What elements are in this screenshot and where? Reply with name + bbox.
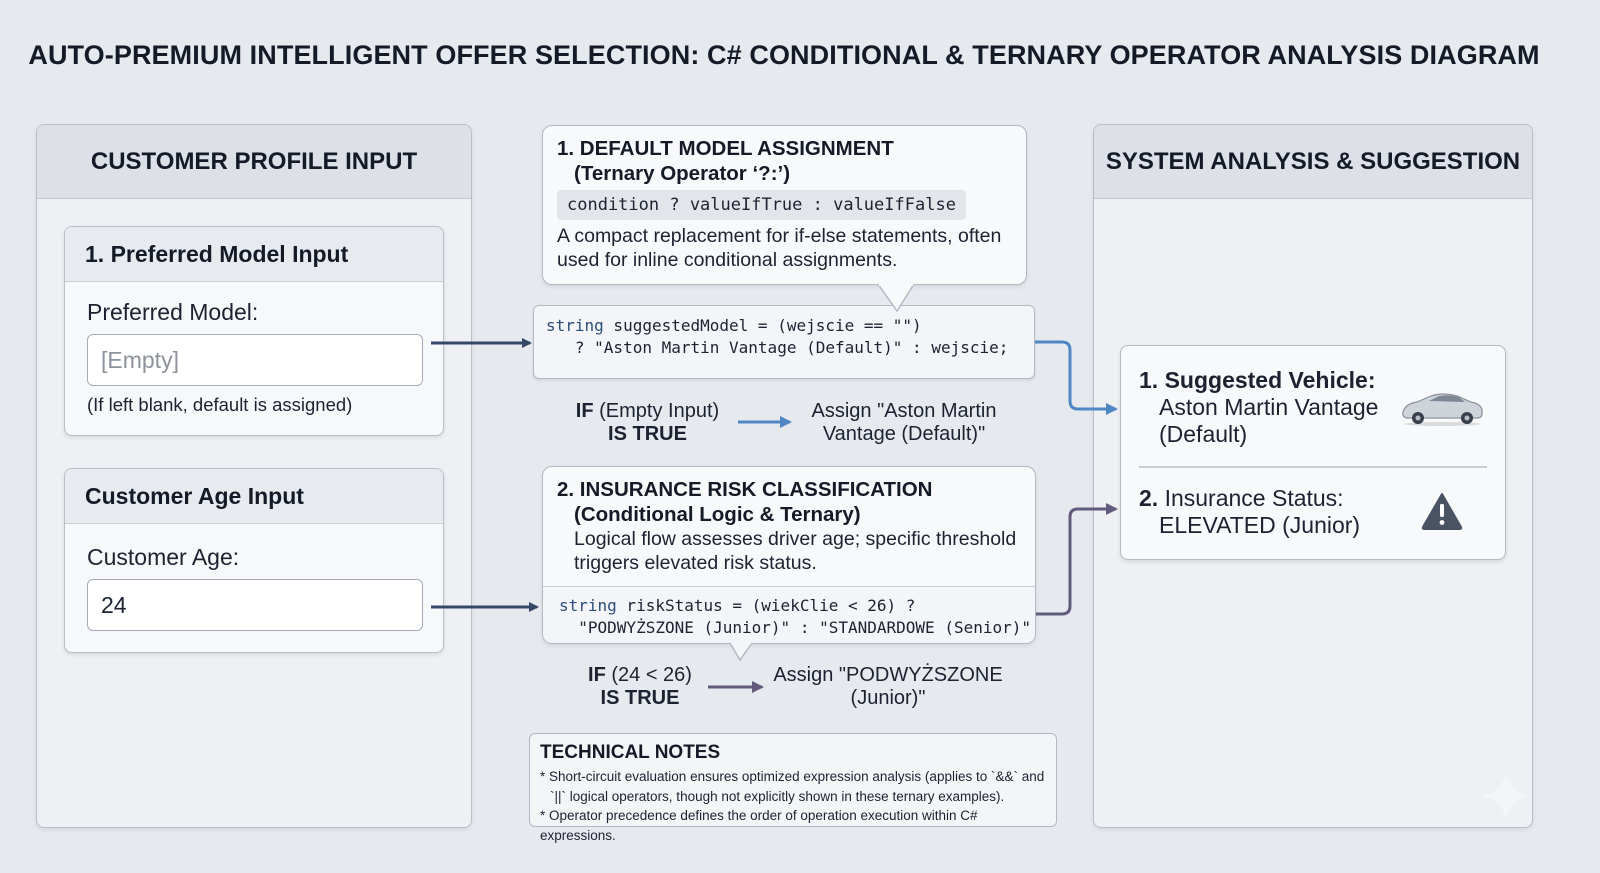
- ternary-syntax: condition ? valueIfTrue : valueIfFalse: [557, 190, 966, 220]
- default-model-desc-2: used for inline conditional assignments.: [557, 249, 898, 271]
- notes-title: TECHNICAL NOTES: [540, 742, 721, 763]
- customer-age-card: Customer Age Input Customer Age: 24: [64, 468, 444, 653]
- preferred-model-card: 1. Preferred Model Input Preferred Model…: [64, 226, 444, 436]
- insurance-desc-1: Logical flow assesses driver age; specif…: [574, 528, 1017, 550]
- cond-if-label: IF: [575, 400, 594, 422]
- customer-age-card-title: Customer Age Input: [65, 469, 443, 524]
- preferred-model-label: Preferred Model:: [87, 299, 259, 325]
- insurance-bubble-pointer: [729, 642, 753, 662]
- technical-notes: TECHNICAL NOTES * Short-circuit evaluati…: [529, 733, 1057, 843]
- preferred-model-card-title: 1. Preferred Model Input: [65, 227, 443, 282]
- insurance-num: 2.: [1139, 485, 1159, 511]
- insurance-title: 2. INSURANCE RISK CLASSIFICATION: [557, 478, 933, 501]
- warning-icon: [1421, 493, 1463, 530]
- insurance-result: Assign "PODWYŻSZONE (Junior)": [770, 664, 1006, 710]
- code-line-2: ? "Aston Martin Vantage (Default)" : wej…: [546, 338, 1009, 357]
- car-icon: [1402, 393, 1483, 426]
- suggested-model-code: string suggestedModel = (wejscie == "") …: [533, 305, 1035, 379]
- cond-true-label: IS TRUE: [608, 423, 687, 445]
- default-model-desc-1: A compact replacement for if-else statem…: [557, 225, 1002, 247]
- risk-status-code: string riskStatus = (wiekClie < 26) ? "P…: [543, 586, 1035, 643]
- insurance-subtitle: (Conditional Logic & Ternary): [574, 503, 861, 526]
- customer-age-input[interactable]: 24: [87, 579, 423, 631]
- preferred-model-input[interactable]: [Empty]: [87, 334, 423, 386]
- suggestion-divider: [1139, 466, 1487, 468]
- age-condition: IF (24 < 26) IS TRUE: [565, 664, 715, 710]
- suggested-vehicle: 1. Suggested Vehicle: Aston Martin Vanta…: [1139, 367, 1378, 448]
- cond-expr: (24 < 26): [605, 664, 692, 686]
- customer-profile-panel: CUSTOMER PROFILE INPUT 1. Preferred Mode…: [36, 124, 472, 828]
- result-line-1: Assign "PODWYŻSZONE: [773, 664, 1003, 686]
- customer-age-label: Customer Age:: [87, 544, 240, 570]
- insurance-status: 2. Insurance Status: ELEVATED (Junior): [1139, 485, 1360, 539]
- cond-true-label: IS TRUE: [600, 687, 680, 709]
- notes-line-3: * Operator precedence defines the order …: [540, 808, 978, 843]
- insurance-value: ELEVATED (Junior): [1159, 512, 1361, 538]
- default-model-subtitle: (Ternary Operator ‘?:’): [574, 162, 791, 185]
- result-line-2: (Junior)": [850, 687, 926, 709]
- cond-expr: (Empty Input): [593, 400, 720, 422]
- result-line-1: Assign "Aston Martin: [811, 400, 997, 422]
- code-line-1: suggestedModel = (wejscie == ""): [603, 316, 922, 335]
- default-model-bubble: 1. DEFAULT MODEL ASSIGNMENT (Ternary Ope…: [542, 125, 1027, 285]
- default-model-title: 1. DEFAULT MODEL ASSIGNMENT: [557, 137, 894, 160]
- notes-line-1: * Short-circuit evaluation ensures optim…: [540, 769, 1045, 784]
- vehicle-num: 1.: [1139, 367, 1159, 393]
- system-analysis-header: SYSTEM ANALYSIS & SUGGESTION: [1094, 125, 1532, 199]
- code-line-1: riskStatus = (wiekClie < 26) ?: [616, 596, 916, 615]
- preferred-model-note: (If left blank, default is assigned): [87, 394, 353, 415]
- vehicle-line-1: Aston Martin Vantage: [1159, 394, 1379, 420]
- default-model-result: Assign "Aston Martin Vantage (Default)": [795, 400, 1013, 446]
- vehicle-line-2: (Default): [1159, 421, 1248, 447]
- code-keyword: string: [559, 596, 617, 615]
- customer-profile-header: CUSTOMER PROFILE INPUT: [37, 125, 471, 199]
- diagram-title: AUTO-PREMIUM INTELLIGENT OFFER SELECTION…: [28, 40, 1540, 70]
- code-line-2: "PODWYŻSZONE (Junior)" : "STANDARDOWE (S…: [559, 618, 1032, 637]
- vehicle-label: Suggested Vehicle:: [1164, 367, 1376, 393]
- empty-input-condition: IF (Empty Input) IS TRUE: [560, 400, 735, 446]
- code-keyword: string: [546, 316, 604, 335]
- suggestion-card: 1. Suggested Vehicle: Aston Martin Vanta…: [1120, 345, 1506, 560]
- insurance-desc-2: triggers elevated risk status.: [574, 552, 817, 574]
- result-line-2: Vantage (Default)": [822, 423, 986, 445]
- insurance-label: Insurance Status:: [1164, 485, 1344, 511]
- cond-if-label: IF: [588, 664, 606, 686]
- insurance-risk-bubble: 2. INSURANCE RISK CLASSIFICATION (Condit…: [542, 466, 1036, 644]
- notes-line-2: `||` logical operators, though not expli…: [550, 788, 1005, 804]
